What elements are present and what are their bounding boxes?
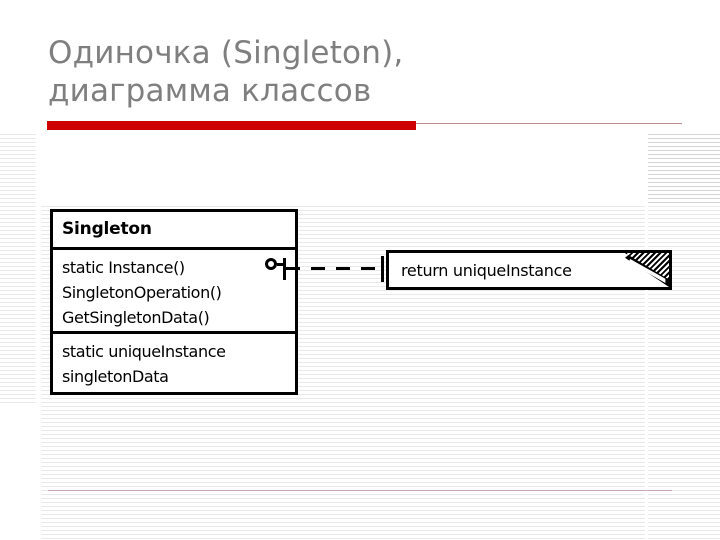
attribute-item: static uniqueInstance [62, 342, 226, 361]
background-mask-lower-left [0, 404, 40, 540]
title-accent-bar [47, 121, 416, 130]
page-title: Одиночка (Singleton), диаграмма классов [48, 35, 404, 109]
operation-item: static Instance() [62, 258, 185, 277]
uml-note-box[interactable]: return uniqueInstance [386, 250, 672, 290]
note-folded-corner-icon [625, 253, 669, 287]
connector-anchor-right [381, 256, 384, 282]
dashed-connector-line [286, 267, 386, 270]
background-mask-upper [40, 131, 648, 203]
interface-ball-stub-icon [277, 263, 285, 266]
class-attributes-compartment: static uniqueInstance singletonData [53, 334, 295, 392]
connector-anchor-left [283, 258, 286, 280]
operation-item: SingletonOperation() [62, 283, 222, 302]
note-text-label: return uniqueInstance [401, 260, 572, 280]
background-texture-right [648, 131, 720, 540]
class-operations-compartment: static Instance() SingletonOperation() G… [53, 250, 295, 334]
background-mask-gutter [36, 131, 41, 540]
title-accent-line [416, 123, 682, 124]
operation-item: GetSingletonData() [62, 308, 210, 327]
background-texture-left [0, 131, 36, 540]
background-texture-right-top [648, 131, 720, 203]
attribute-item: singletonData [62, 367, 169, 386]
class-name-label: Singleton [62, 219, 152, 239]
uml-class-box[interactable]: Singleton static Instance() SingletonOpe… [50, 209, 298, 395]
class-name-compartment: Singleton [53, 212, 295, 250]
interface-ball-icon [265, 258, 277, 270]
footer-rule [48, 490, 672, 491]
